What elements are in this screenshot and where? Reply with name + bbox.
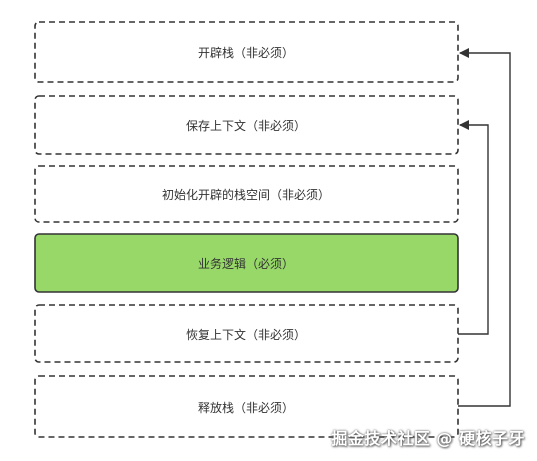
step-box-business-logic xyxy=(34,233,459,293)
connector-release-to-open xyxy=(458,48,511,407)
connector-restore-to-save xyxy=(458,120,489,335)
step-restore-context: 恢复上下文（非必须） xyxy=(34,304,459,363)
step-release-stack: 释放栈（非必须） xyxy=(34,375,459,438)
step-init-stack: 初始化开辟的栈空间（非必须） xyxy=(34,165,459,223)
step-business-logic: 业务逻辑（必须） xyxy=(34,233,459,293)
step-box-open-stack xyxy=(34,21,459,83)
step-box-release-stack xyxy=(34,375,459,438)
step-label-init-stack: 初始化开辟的栈空间（非必须） xyxy=(162,187,330,202)
step-label-save-context: 保存上下文（非必须） xyxy=(186,118,306,133)
step-save-context: 保存上下文（非必须） xyxy=(34,95,459,155)
step-label-business-logic: 业务逻辑（必须） xyxy=(198,256,294,271)
step-label-open-stack: 开辟栈（非必须） xyxy=(198,45,294,60)
step-box-save-context xyxy=(34,95,459,155)
step-label-restore-context: 恢复上下文（非必须） xyxy=(186,327,306,342)
step-open-stack: 开辟栈（非必须） xyxy=(34,21,459,83)
watermark-text: 掘金技术社区 @ 硬核子牙 xyxy=(331,429,525,448)
step-label-release-stack: 释放栈（非必须） xyxy=(198,400,294,415)
step-box-init-stack xyxy=(34,165,459,223)
